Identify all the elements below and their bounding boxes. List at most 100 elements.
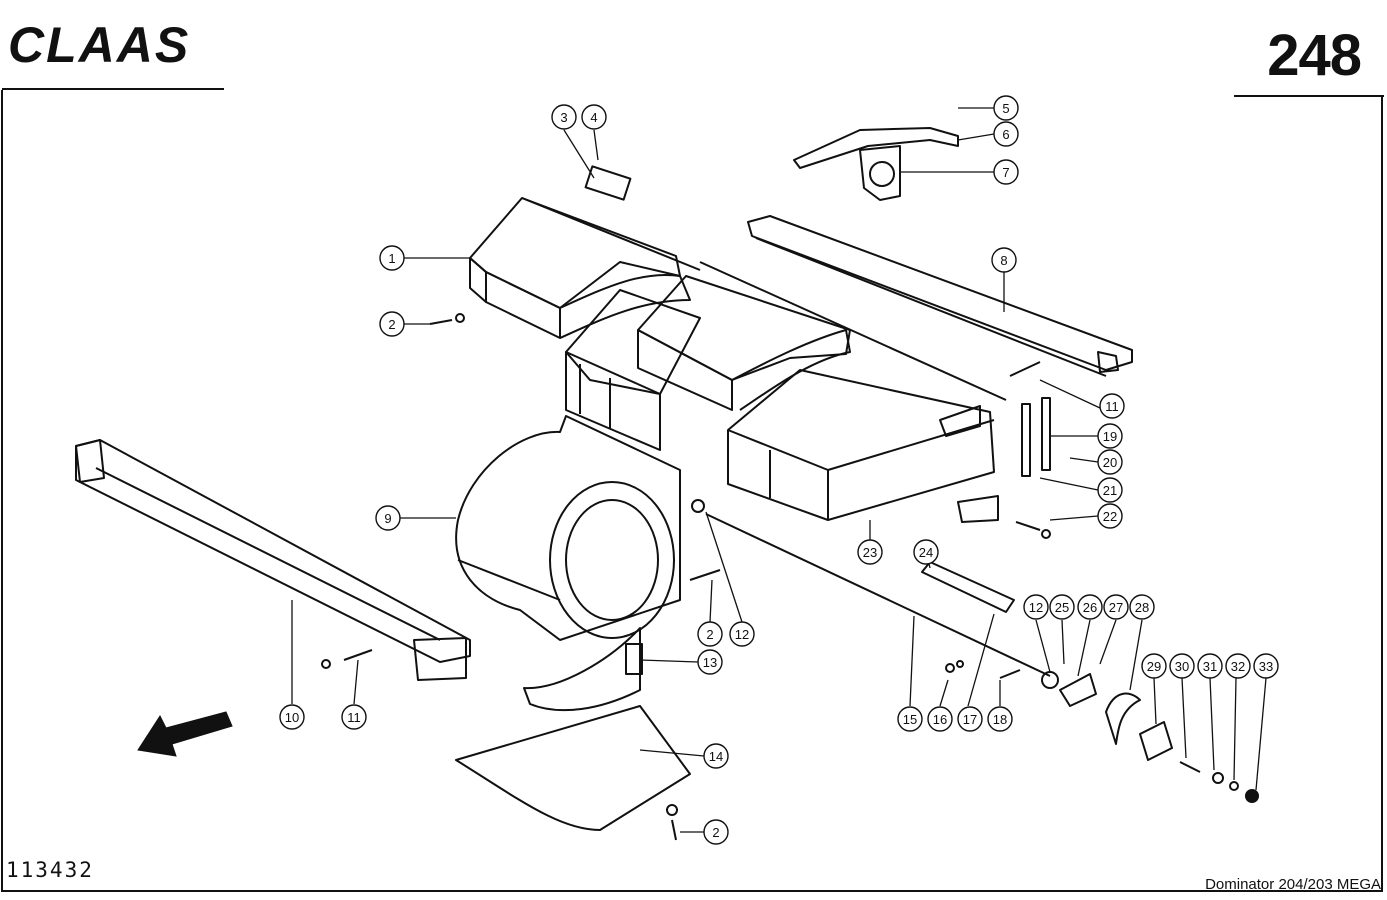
svg-text:12: 12 (1029, 600, 1043, 615)
svg-text:13: 13 (703, 655, 717, 670)
part-29-holder (1139, 721, 1173, 761)
callout-4: 4 (581, 104, 607, 130)
callout-33: 33 (1253, 653, 1279, 679)
callout-19: 19 (1097, 423, 1123, 449)
callout-2: 2 (379, 311, 405, 337)
svg-text:10: 10 (285, 710, 299, 725)
svg-text:29: 29 (1147, 659, 1161, 674)
part-30-bolt (1179, 761, 1201, 773)
callout-20: 20 (1097, 449, 1123, 475)
callout-1: 1 (379, 245, 405, 271)
callout-24: 24 (913, 539, 939, 565)
callout-31: 31 (1197, 653, 1223, 679)
callout-28: 28 (1129, 594, 1155, 620)
model-label: Dominator 204/203 MEGA (1205, 876, 1381, 893)
svg-text:22: 22 (1103, 509, 1117, 524)
part-12-nut (1041, 671, 1059, 689)
part-3-plate (584, 165, 632, 201)
part-upper-duct-2 (637, 261, 1007, 411)
part-23-duct (727, 369, 995, 521)
part-26-bracket (1059, 673, 1097, 707)
callout-22: 22 (1097, 503, 1123, 529)
callout-27: 27 (1103, 594, 1129, 620)
svg-text:1: 1 (388, 251, 395, 266)
part-28-clamp (1105, 692, 1141, 745)
callout-3: 3 (551, 104, 577, 130)
part-13-flap (625, 643, 643, 675)
part-15-rod (705, 513, 1051, 677)
part-33-nut (1245, 789, 1259, 803)
part-13-shield (523, 627, 641, 712)
svg-text:30: 30 (1175, 659, 1189, 674)
svg-text:21: 21 (1103, 483, 1117, 498)
svg-text:17: 17 (963, 712, 977, 727)
svg-text:5: 5 (1002, 101, 1009, 116)
svg-text:24: 24 (919, 545, 933, 560)
svg-text:12: 12 (735, 627, 749, 642)
callout-32: 32 (1225, 653, 1251, 679)
svg-text:CLAAS: CLAAS (8, 18, 190, 70)
callout-12-right: 12 (1023, 594, 1049, 620)
callout-10: 10 (279, 704, 305, 730)
svg-text:15: 15 (903, 712, 917, 727)
svg-text:20: 20 (1103, 455, 1117, 470)
part-22-bracket (957, 495, 999, 523)
part-21-strap (1021, 403, 1031, 477)
callout-11-left: 11 (341, 704, 367, 730)
callout-13: 13 (697, 649, 723, 675)
callout-2-fan: 2 (697, 621, 723, 647)
callout-26: 26 (1077, 594, 1103, 620)
svg-text:9: 9 (384, 511, 391, 526)
header-rule-right (1234, 95, 1384, 97)
svg-text:6: 6 (1002, 127, 1009, 142)
travel-direction-arrow-icon (137, 711, 233, 757)
page-number: 248 (1267, 23, 1362, 88)
svg-text:26: 26 (1083, 600, 1097, 615)
part-9-fan-housing (455, 415, 681, 641)
callout-21: 21 (1097, 477, 1123, 503)
callout-14: 14 (703, 743, 729, 769)
callout-30: 30 (1169, 653, 1195, 679)
claas-logo: CLAAS (8, 18, 190, 70)
callout-18: 18 (987, 706, 1013, 732)
callout-29: 29 (1141, 653, 1167, 679)
svg-text:18: 18 (993, 712, 1007, 727)
callout-9: 9 (375, 505, 401, 531)
callout-25: 25 (1049, 594, 1075, 620)
svg-text:2: 2 (706, 627, 713, 642)
drawing-number: 113432 (6, 858, 94, 882)
svg-text:27: 27 (1109, 600, 1123, 615)
svg-text:14: 14 (709, 749, 723, 764)
svg-text:11: 11 (1105, 399, 1119, 414)
callout-17: 17 (957, 706, 983, 732)
part-10-beam (75, 439, 471, 681)
part-14-shield (455, 705, 691, 831)
svg-text:2: 2 (712, 825, 719, 840)
part-32-washer (1229, 781, 1239, 791)
svg-text:7: 7 (1002, 165, 1009, 180)
callout-5: 5 (993, 95, 1019, 121)
part-1-duct (469, 197, 701, 339)
svg-text:11: 11 (347, 710, 361, 725)
svg-text:33: 33 (1259, 659, 1273, 674)
part-middle-duct (565, 289, 701, 451)
svg-text:4: 4 (590, 110, 597, 125)
svg-text:3: 3 (560, 110, 567, 125)
svg-text:16: 16 (933, 712, 947, 727)
svg-text:25: 25 (1055, 600, 1069, 615)
callout-12: 12 (729, 621, 755, 647)
callout-7: 7 (993, 159, 1019, 185)
callout-8: 8 (991, 247, 1017, 273)
callout-11-right: 11 (1099, 393, 1125, 419)
part-31-spring (1212, 772, 1224, 784)
part-24-guide (921, 561, 1015, 613)
svg-text:2: 2 (388, 317, 395, 332)
callout-6: 6 (993, 121, 1019, 147)
svg-text:28: 28 (1135, 600, 1149, 615)
svg-text:19: 19 (1103, 429, 1117, 444)
header-rule-left (2, 88, 224, 90)
svg-text:8: 8 (1000, 253, 1007, 268)
part-8-beam (747, 215, 1133, 377)
callout-23: 23 (857, 539, 883, 565)
